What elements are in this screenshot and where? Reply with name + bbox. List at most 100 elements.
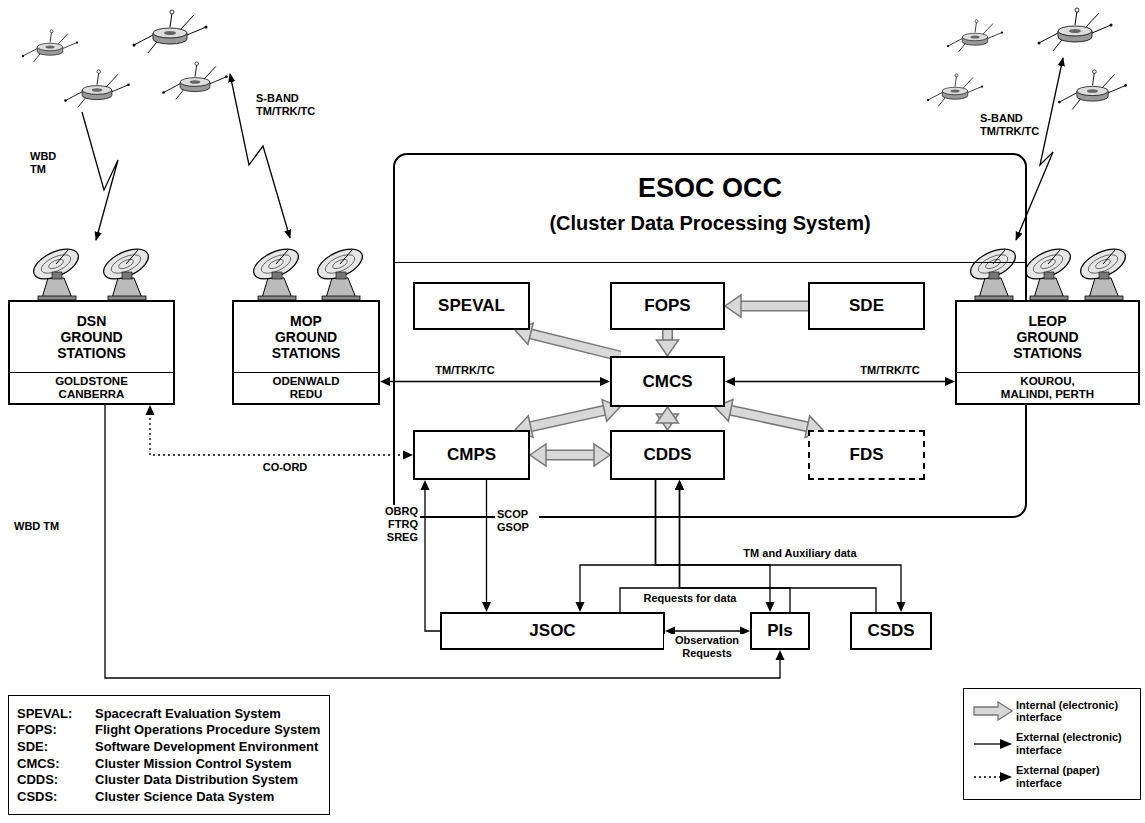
internal-interface — [725, 295, 808, 317]
interface-label: SCOP GSOP — [495, 508, 539, 534]
region-title: ESOC OCC — [638, 173, 782, 204]
internal-interface — [657, 330, 679, 356]
station-name: MOP GROUND STATIONS — [262, 313, 350, 361]
station-name: DSN GROUND STATIONS — [48, 313, 136, 361]
system-box: CMCS — [610, 356, 725, 407]
legend-row: External (paper) interface — [970, 764, 1134, 789]
box-label: SDE — [849, 296, 884, 316]
arrow-head — [600, 377, 610, 386]
box-label: JSOC — [529, 621, 575, 641]
arrow-head — [897, 602, 906, 612]
interface-label: OBRQ FTRQ SREG — [376, 505, 420, 545]
station-sites: KOUROU, MALINDI, PERTH — [994, 375, 1102, 401]
arrow-head — [725, 295, 741, 317]
interface-label: Requests for data — [642, 592, 739, 605]
arrow-head — [403, 451, 413, 460]
interface-label: WBD TM — [12, 520, 61, 533]
internal-interface — [515, 400, 620, 438]
legend-sample — [970, 700, 1016, 722]
arrow-head — [530, 444, 546, 466]
system-box: CMPS — [413, 430, 530, 480]
station-sites: GOLDSTONE CANBERRA — [42, 375, 142, 401]
station-section: LEOP GROUND STATIONS — [957, 302, 1138, 372]
interface-line — [580, 480, 656, 604]
box-label: FOPS — [644, 296, 690, 316]
ground-station-box: LEOP GROUND STATIONS KOUROU, MALINDI, PER… — [955, 300, 1140, 405]
legend-text: External (electronic) interface — [1016, 731, 1134, 756]
dish-antennas — [29, 243, 1130, 300]
arrow-head — [675, 480, 684, 490]
box-label: CSDS — [867, 621, 914, 641]
abbreviation-meaning: Cluster Science Data System — [95, 789, 321, 805]
interface-label: Observation Requests — [664, 634, 750, 660]
arrow-head — [657, 407, 679, 423]
abbreviation: SPEVAL: — [17, 706, 95, 722]
internal-interface — [657, 407, 679, 430]
legend-text: External (paper) interface — [1016, 764, 1134, 789]
interface-outline — [729, 410, 810, 427]
station-section: KOUROU, MALINDI, PERTH — [957, 372, 1138, 403]
paper-interface — [146, 405, 414, 460]
arrow-head — [766, 602, 775, 612]
interface-label: CO-ORD — [261, 461, 310, 474]
interface-fill — [544, 451, 596, 459]
station-section: DSN GROUND STATIONS — [10, 302, 173, 372]
link-label: S-BAND TM/TRK/TC — [256, 92, 326, 118]
legend-row: External (electronic) interface — [970, 731, 1134, 756]
abbreviation-meaning: Cluster Mission Control System — [95, 756, 321, 772]
external-interface — [482, 480, 491, 612]
box-label: SPEVAL — [438, 296, 505, 316]
arrow-head — [594, 444, 610, 466]
ground-station-box: MOP GROUND STATIONSODENWALD REDU — [232, 300, 380, 405]
box-label: PIs — [767, 621, 793, 641]
external-interface — [725, 377, 955, 386]
system-box: PIs — [750, 612, 810, 650]
box-label: CMCS — [642, 372, 692, 392]
interface-line — [388, 381, 602, 382]
interface-outline — [739, 301, 808, 312]
interface-label: TM/TRK/TC — [433, 364, 496, 377]
box-label: FDS — [850, 445, 884, 465]
interface-line — [656, 480, 771, 604]
interface-label: TM and Auxiliary data — [741, 547, 858, 560]
system-box: SDE — [808, 282, 925, 330]
interface-fill — [739, 302, 808, 310]
box-label: CDDS — [643, 445, 691, 465]
control-centre-region: ESOC OCC (Cluster Data Processing System)… — [393, 153, 1027, 518]
arrow-head — [675, 480, 684, 490]
arrow-head — [776, 650, 785, 660]
abbreviation-table: SPEVAL:Spacecraft Evaluation SystemFOPS:… — [8, 695, 330, 815]
arrow-head — [421, 480, 430, 490]
abbreviation-meaning: Software Development Environment — [95, 739, 321, 755]
region-subtitle: (Cluster Data Processing System) — [549, 212, 870, 235]
interface-line — [105, 405, 780, 678]
legend-sample — [970, 733, 1016, 755]
internal-interface — [515, 323, 620, 356]
internal-interface — [530, 444, 610, 466]
interface-line — [656, 480, 902, 604]
legend-row: Internal (electronic) interface — [970, 699, 1134, 724]
system-box: SPEVAL — [413, 282, 530, 330]
arrow-head — [945, 377, 955, 386]
external-interface — [380, 377, 610, 386]
abbreviation: CDDS: — [17, 772, 95, 788]
interface-outline — [529, 410, 607, 427]
interface-label: TM/TRK/TC — [858, 364, 921, 377]
box-label: CMPS — [447, 445, 496, 465]
interface-line — [733, 381, 947, 382]
legend-text: Internal (electronic) interface — [1016, 699, 1134, 724]
abbreviation-meaning: Flight Operations Procedure System — [95, 722, 321, 738]
interface-line — [673, 630, 742, 631]
external-interface — [105, 405, 785, 678]
interface-fill — [529, 333, 620, 356]
abbreviation-meaning: Cluster Data Distribution System — [95, 772, 321, 788]
ground-station-box: DSN GROUND STATIONS GOLDSTONE CANBERRA — [8, 300, 175, 405]
abbreviation: CSDS: — [17, 789, 95, 805]
abbreviation: FOPS: — [17, 722, 95, 738]
satellites — [22, 8, 1127, 109]
interface-fill — [729, 410, 810, 427]
link-label: S-BAND TM/TRK/TC — [980, 112, 1050, 138]
arrow-head — [482, 602, 491, 612]
system-box: FOPS — [610, 282, 725, 330]
arrow-head — [380, 377, 390, 386]
